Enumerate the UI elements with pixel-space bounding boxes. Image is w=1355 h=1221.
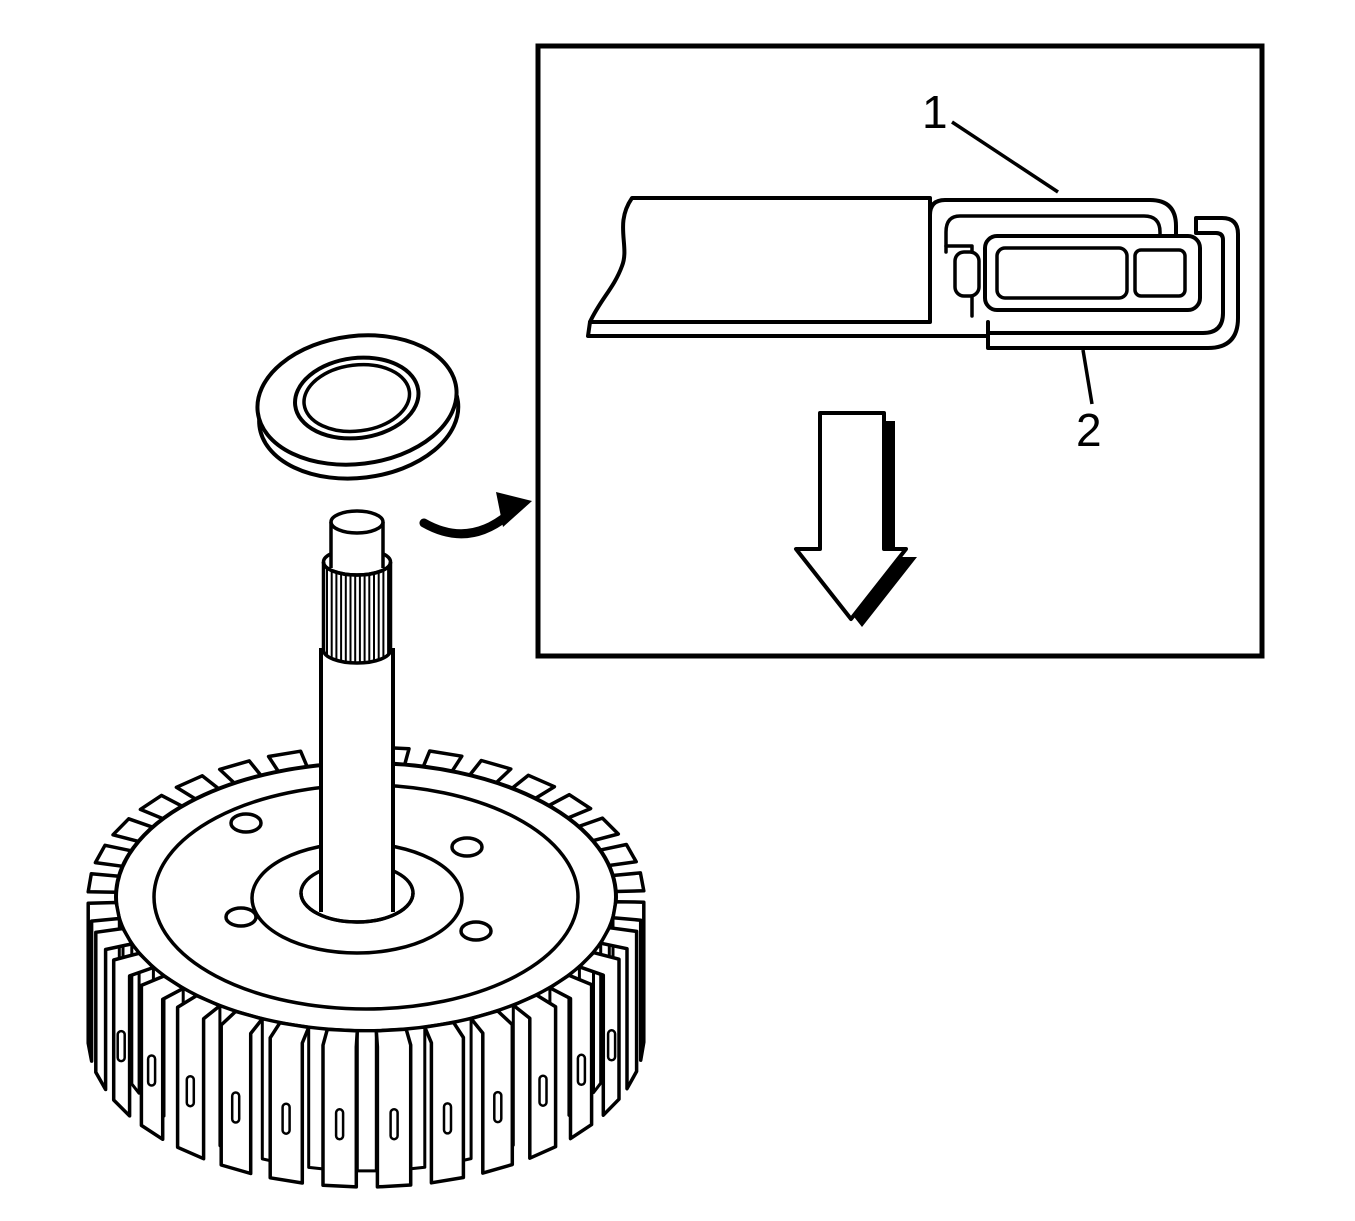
callout-1-leader-line (951, 120, 1059, 194)
drum-tooth (111, 951, 156, 1118)
shaft-side-edges (319, 648, 395, 912)
washer-bore-inner (302, 362, 412, 434)
curved-arrow (419, 492, 532, 539)
drum-teeth-front (86, 899, 646, 1189)
drum-tooth (219, 1009, 265, 1176)
drum-tooth (577, 950, 621, 1117)
thrust-washer (255, 333, 461, 481)
drum-tooth (139, 974, 185, 1142)
face-hole (459, 920, 493, 942)
callout-2-leader-line (1081, 349, 1094, 405)
drum-tooth (511, 993, 558, 1160)
curved-arrow-head (496, 492, 532, 527)
retainer-cap-outer-edge (928, 198, 1178, 254)
drum-tooth (423, 1020, 466, 1185)
plate-cross-section (588, 196, 932, 324)
hub-boss-front-edge (299, 892, 415, 924)
seal-right-segment (1133, 248, 1187, 298)
seal-inner-outline (995, 246, 1129, 300)
snap-ring-cross-section (586, 196, 1240, 350)
drum-tooth-slot (230, 1091, 241, 1124)
face-hole (450, 836, 484, 858)
spline-teeth-hatch (326, 562, 390, 663)
drum-tooth-gap (355, 1029, 378, 1173)
face-hole (229, 812, 263, 834)
drum-tooth (175, 993, 222, 1161)
down-arrow-icon (794, 411, 908, 621)
drum-tooth (268, 1021, 311, 1185)
drum-tooth-slot (146, 1054, 157, 1087)
seal-case-outline (983, 234, 1202, 312)
drum-tooth-slot (606, 1029, 617, 1062)
callout-2-label: 2 (1076, 404, 1102, 456)
washer-bore-outer (293, 355, 421, 441)
seal-spring-section (953, 250, 981, 298)
clutch-drum (86, 745, 646, 1189)
inset-detail-panel: 1 2 (535, 43, 1265, 659)
plate-bottom-strip (586, 320, 990, 338)
drum-tooth-slot (493, 1090, 503, 1124)
drum-tooth-slot (538, 1074, 548, 1107)
drum-tooth (548, 973, 594, 1141)
spline-side-edges (321, 562, 393, 650)
shaft-pilot-top (329, 509, 385, 535)
drum-tooth-slot (389, 1107, 399, 1141)
drum-tooth (86, 900, 122, 1063)
drum-tooth (469, 1009, 515, 1175)
drum-tooth-slot (334, 1108, 345, 1141)
face-hole (224, 906, 258, 928)
drum-tooth-slot (185, 1074, 196, 1108)
drum-tooth-slot (281, 1102, 291, 1135)
drum-tooth-slot (442, 1102, 453, 1135)
drum-tooth (598, 925, 639, 1091)
drum-tooth (611, 899, 646, 1062)
drum-tooth-gap (592, 941, 603, 1095)
drum-tooth-slot (116, 1029, 126, 1063)
input-shaft (299, 509, 415, 924)
drum-tooth-slot (576, 1053, 587, 1087)
shaft-pilot-edges (329, 522, 385, 568)
curved-arrow-tail (419, 510, 513, 539)
drum-tooth (94, 926, 134, 1092)
callout-1-label: 1 (922, 86, 948, 138)
drum-tooth-gap (130, 942, 141, 1095)
retainer-hook-cross-section (986, 216, 1240, 350)
shaft-body (321, 648, 393, 900)
retainer-cap-inner-edge (944, 214, 1162, 254)
spline-bottom-edge (321, 649, 393, 665)
